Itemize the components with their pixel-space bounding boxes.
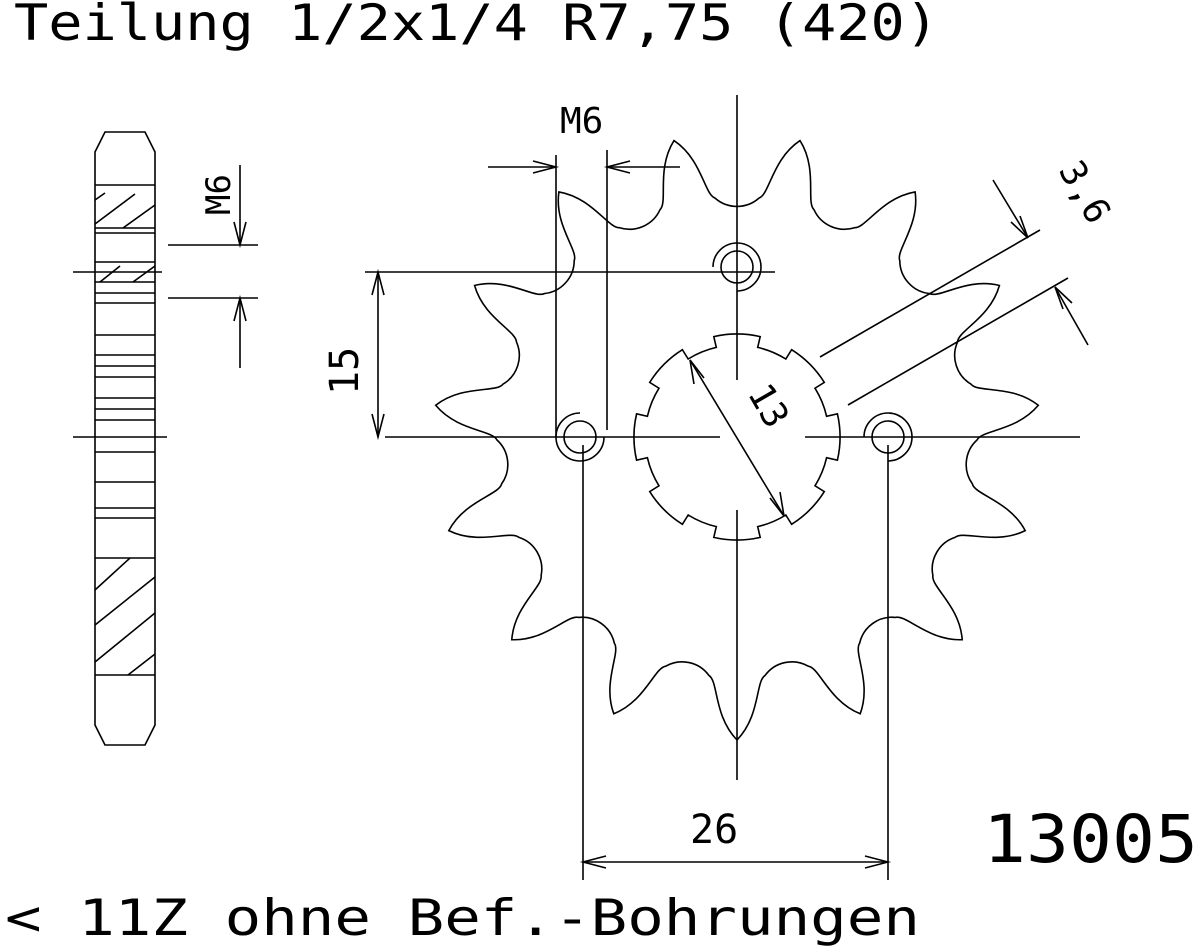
dimension-3-6-label: 3,6 — [1050, 154, 1118, 231]
dimension-15-label: 15 — [322, 347, 368, 395]
thread-arc — [555, 412, 605, 462]
dimension-26 — [579, 445, 892, 880]
side-m6-label: M6 — [199, 174, 239, 215]
center-lines — [365, 95, 1080, 780]
thread-arc — [863, 412, 913, 462]
drawing-title: Teilung 1/2x1/4 R7,75 (420) — [14, 0, 939, 52]
side-m6-dimension — [168, 165, 258, 368]
sprocket-outline — [434, 139, 1040, 742]
front-view: 15 M6 26 13 3,6 — [322, 95, 1118, 880]
bolt-holes — [555, 242, 913, 462]
dimension-13-label: 13 — [739, 377, 796, 435]
part-number: 13005 — [983, 801, 1198, 878]
side-profile — [94, 131, 156, 746]
footnote: < 11Z ohne Bef.-Bohrungen — [5, 889, 920, 947]
dimension-13 — [689, 359, 785, 517]
dimension-15 — [371, 268, 385, 441]
dimension-m6-label: M6 — [560, 101, 603, 142]
splined-bore — [633, 333, 841, 541]
side-view: M6 — [73, 131, 258, 746]
dimension-26-label: 26 — [690, 807, 738, 853]
side-sections — [73, 184, 167, 676]
thread-arc — [712, 242, 762, 292]
dimension-3-6 — [819, 179, 1089, 406]
dimension-m6-top — [488, 150, 680, 437]
